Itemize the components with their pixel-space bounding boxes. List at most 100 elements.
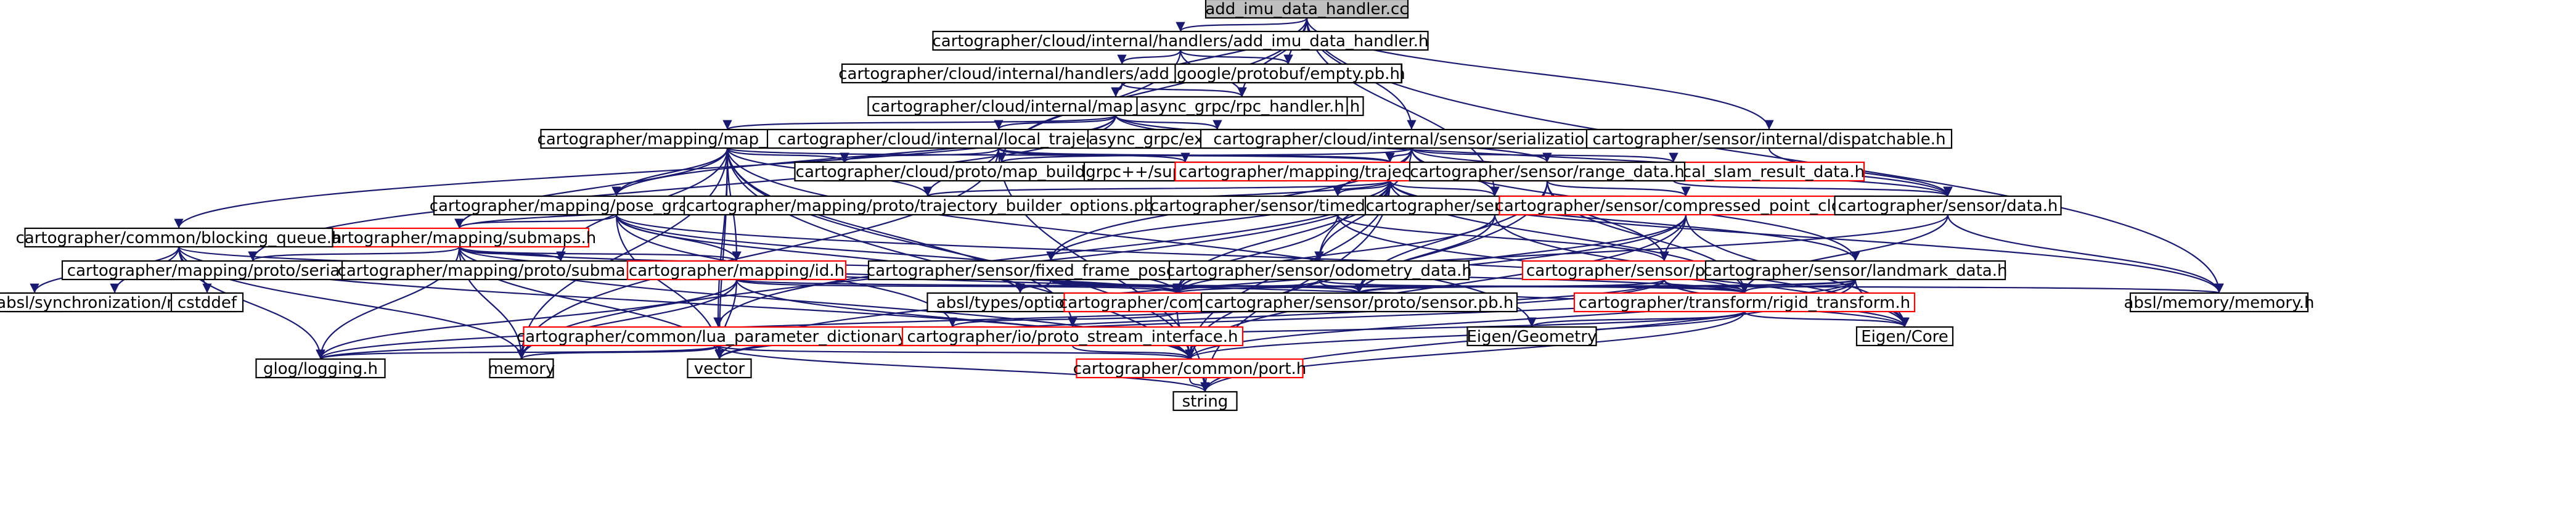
node-box-rigid_transform: [1573, 292, 1916, 313]
node-mapping_id[interactable]: cartographer/mapping/id.h: [626, 260, 847, 281]
edge-fixed_frame-to-common_time: [1050, 279, 1182, 294]
edge-traj_builder_iface-to-imu_data: [1389, 180, 1500, 197]
node-label-root: add_imu_data_handler.cc: [1205, 0, 1408, 19]
edge-map_builder_iface-to-eigen_geometry: [726, 147, 1537, 328]
edge-sensor_data-to-absl_memory: [1947, 214, 2224, 294]
node-box-mapping_id: [626, 260, 847, 281]
node-label-rigid_transform: cartographer/transform/rigid_transform.h: [1579, 294, 1910, 312]
node-label-serialization: cartographer/cloud/internal/sensor/seria…: [1213, 130, 1609, 149]
node-box-eigen_geometry: [1466, 326, 1597, 347]
edge-traj_builder_iface-to-traj_options_pb: [923, 180, 1391, 197]
edge-local_traj-to-set: [840, 147, 1000, 163]
node-label-landmark: cartographer/sensor/landmark_data.h: [1704, 262, 2008, 280]
edge-serialization-to-map_service_pb: [997, 147, 1413, 164]
edge-map_ctx-to-map_builder_iface: [722, 114, 1117, 131]
node-add_imu_h: cartographer/cloud/internal/handlers/add…: [932, 30, 1429, 51]
edge-add_imu_h-to-empty_pb: [1179, 49, 1293, 65]
node-box-root: [1204, 0, 1409, 19]
node-traj_options_pb: cartographer/mapping/proto/trajectory_bu…: [683, 195, 1172, 216]
node-lua_dict[interactable]: cartographer/common/lua_parameter_dictio…: [517, 326, 920, 347]
node-box-serialization: [1200, 128, 1624, 149]
node-box-traj_options_pb: [683, 195, 1172, 216]
node-box-rpc_handler: [1136, 96, 1348, 117]
node-label-submaps: cartographer/mapping/submaps.h: [322, 229, 596, 247]
node-label-sensor_pb: cartographer/sensor/proto/sensor.pb.h: [1205, 294, 1514, 312]
node-cstddef: cstddef: [170, 292, 244, 313]
node-box-range_data: [1409, 161, 1686, 182]
node-box-compressed_pc: [1499, 195, 1873, 216]
node-label-sensor_data: cartographer/sensor/data.h: [1838, 197, 2058, 215]
node-range_data: cartographer/sensor/range_data.h: [1409, 161, 1686, 182]
node-label-absl_memory: absl/memory/memory.h: [2124, 294, 2314, 312]
node-label-mapping_id: cartographer/mapping/id.h: [629, 262, 844, 280]
node-rpc_handler: async_grpc/rpc_handler.h: [1136, 96, 1348, 117]
node-odometry: cartographer/sensor/odometry_data.h: [1166, 260, 1472, 281]
edge-lua_dict-to-string: [717, 345, 1210, 392]
node-memory: memory: [488, 358, 555, 379]
node-dispatchable: cartographer/sensor/internal/dispatchabl…: [1585, 128, 1953, 149]
node-submaps[interactable]: cartographer/mapping/submaps.h: [322, 227, 596, 248]
node-label-lua_dict: cartographer/common/lua_parameter_dictio…: [517, 328, 920, 346]
node-box-sensor_pb: [1200, 292, 1518, 313]
edge-add_imu_h-to-add_sensor: [1117, 49, 1182, 65]
edge-landmark-to-sensor_pb: [1354, 278, 1857, 294]
node-box-submaps: [329, 227, 590, 248]
node-label-dispatchable: cartographer/sensor/internal/dispatchabl…: [1592, 130, 1945, 149]
edge-lua_dict-to-vector: [714, 345, 724, 360]
node-box-absl_memory: [2129, 292, 2309, 313]
node-box-memory: [489, 358, 554, 379]
node-compressed_pc[interactable]: cartographer/sensor/compressed_point_clo…: [1495, 195, 1877, 216]
node-label-rpc_handler: async_grpc/rpc_handler.h: [1140, 97, 1344, 116]
node-traj_builder_iface[interactable]: cartographer/mapping/trajectory_builder_…: [1174, 161, 1606, 182]
edge-pose_graph_iface-to-common_time: [615, 214, 1182, 294]
edge-traj_builder_iface-to-odometry: [1314, 180, 1391, 262]
edge-map_builder_iface-to-set: [726, 147, 849, 163]
node-eigen_geometry: Eigen/Geometry: [1466, 326, 1597, 347]
node-box-blocking_queue: [24, 227, 333, 248]
node-label-empty_pb: google/protobuf/empty.pb.h: [1177, 65, 1400, 83]
node-serialization: cartographer/cloud/internal/sensor/seria…: [1200, 128, 1624, 149]
node-glog: glog/logging.h: [255, 358, 386, 379]
edge-map_builder_iface-to-common_port: [726, 147, 1195, 360]
node-label-blocking_queue: cartographer/common/blocking_queue.h: [16, 229, 342, 247]
node-label-string: string: [1182, 392, 1229, 411]
nodes-layer: add_imu_data_handler.cc cartographer/clou…: [0, 0, 2315, 412]
node-box-lua_dict: [523, 326, 914, 347]
edge-map_ctx-to-local_traj: [994, 115, 1117, 130]
node-empty_pb: google/protobuf/empty.pb.h: [1174, 63, 1402, 84]
edge-range_data-to-compressed_pc: [1546, 180, 1691, 197]
node-label-glog: glog/logging.h: [263, 360, 378, 378]
node-box-proto_stream: [901, 326, 1244, 347]
edge-fixed_frame-to-optional: [1015, 279, 1052, 294]
node-label-cstddef: cstddef: [178, 294, 237, 312]
node-common_port[interactable]: cartographer/common/port.h: [1073, 358, 1307, 379]
edge-range_data-to-point_cloud: [1546, 180, 1669, 262]
node-label-compressed_pc: cartographer/sensor/compressed_point_clo…: [1495, 197, 1877, 215]
edge-proto_stream-to-common_port: [1071, 345, 1195, 360]
edge-add_sensor-to-rpc_handler: [1121, 82, 1247, 97]
node-box-glog: [255, 358, 386, 379]
node-label-common_port: cartographer/common/port.h: [1073, 360, 1307, 378]
node-box-odometry: [1168, 260, 1470, 281]
edge-common_time-to-chrono: [947, 310, 1179, 328]
edge-serialization-to-local_slam_result: [1410, 147, 1678, 164]
node-label-odometry: cartographer/sensor/odometry_data.h: [1166, 262, 1472, 280]
node-sensor_pb: cartographer/sensor/proto/sensor.pb.h: [1200, 292, 1518, 313]
edge-fixed_frame-to-sensor_pb: [1050, 278, 1364, 294]
node-box-eigen_core: [1855, 326, 1954, 347]
edge-root-to-add_imu_h: [1176, 17, 1308, 32]
node-landmark: cartographer/sensor/landmark_data.h: [1704, 260, 2008, 281]
node-label-vector: vector: [694, 360, 745, 378]
node-rigid_transform[interactable]: cartographer/transform/rigid_transform.h: [1573, 292, 1916, 313]
node-blocking_queue: cartographer/common/blocking_queue.h: [16, 227, 342, 248]
node-box-dispatchable: [1585, 128, 1953, 149]
node-label-add_imu_h: cartographer/cloud/internal/handlers/add…: [932, 32, 1428, 51]
node-root[interactable]: add_imu_data_handler.cc: [1204, 0, 1409, 19]
edge-traj_builder_iface-to-timed_pc: [1333, 180, 1391, 197]
edge-lua_dict-to-memory: [517, 344, 719, 360]
node-label-eigen_geometry: Eigen/Geometry: [1466, 328, 1597, 346]
node-proto_stream[interactable]: cartographer/io/proto_stream_interface.h: [901, 326, 1244, 347]
node-label-eigen_core: Eigen/Core: [1861, 328, 1948, 346]
node-eigen_core: Eigen/Core: [1855, 326, 1954, 347]
